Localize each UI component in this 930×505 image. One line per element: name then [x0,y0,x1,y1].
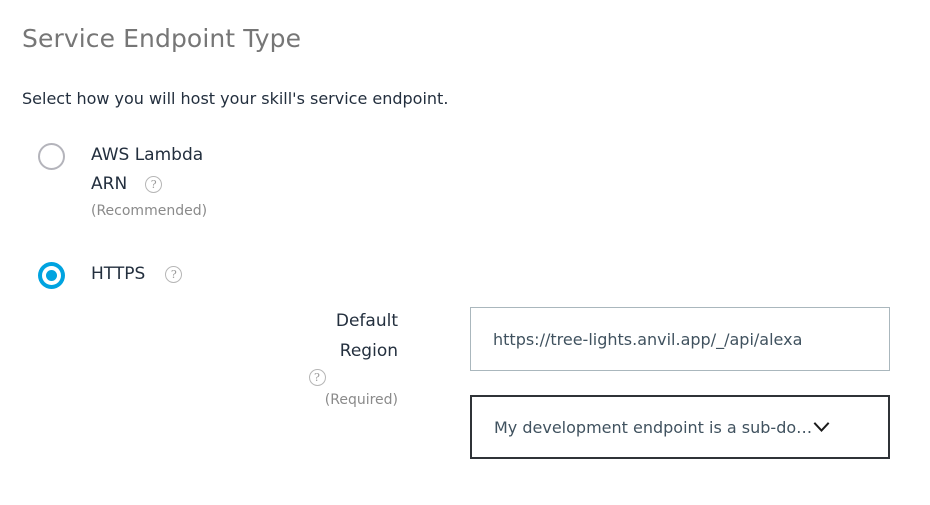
ssl-certificate-type-select[interactable]: My development endpoint is a sub-do… [470,395,890,459]
radio-option-aws-lambda-arn[interactable]: AWS Lambda ARN ? (Recommended) [38,143,207,222]
radio-button-https[interactable] [38,262,65,289]
radio-button-aws-lambda-arn[interactable] [38,143,65,170]
radio-label-aws-lambda-arn-line1: AWS Lambda [91,145,204,165]
question-mark-icon-aws-lambda-arn[interactable]: ? [145,176,163,193]
radio-label-line-2: ARN ? [91,170,207,199]
question-mark-icon-default-region[interactable]: ? [308,369,326,386]
default-region-help-row: ? [250,369,398,386]
default-region-label-line2: Region [339,341,398,361]
question-mark-glyph: ? [170,267,177,281]
question-mark-glyph: ? [314,370,320,384]
radio-label-line-1: AWS Lambda [91,141,207,170]
default-region-endpoint-url-input[interactable]: https://tree-lights.anvil.app/_/api/alex… [470,307,890,371]
question-mark-glyph: ? [150,177,157,191]
radio-option-https-body: HTTPS ? [91,260,183,289]
question-mark-icon-https[interactable]: ? [165,266,183,283]
radio-note-recommended: (Recommended) [91,203,208,219]
radio-label-https: HTTPS [91,264,146,284]
default-region-label-line1: Default [335,311,398,331]
page-subtitle: Select how you will host your skill's se… [22,89,449,108]
radio-option-aws-lambda-arn-body: AWS Lambda ARN ? (Recommended) [91,141,207,222]
default-region-required-note: (Required) [324,392,398,408]
radio-label-aws-lambda-arn-line2: ARN [91,174,128,194]
default-region-label-block: Default Region ? (Required) [250,306,398,411]
radio-label-line-https: HTTPS ? [91,260,183,289]
radio-option-https[interactable]: HTTPS ? [38,260,183,289]
chevron-down-icon[interactable] [813,421,830,433]
page-title: Service Endpoint Type [22,24,302,53]
ssl-certificate-type-selected-value: My development endpoint is a sub-do… [494,417,813,437]
